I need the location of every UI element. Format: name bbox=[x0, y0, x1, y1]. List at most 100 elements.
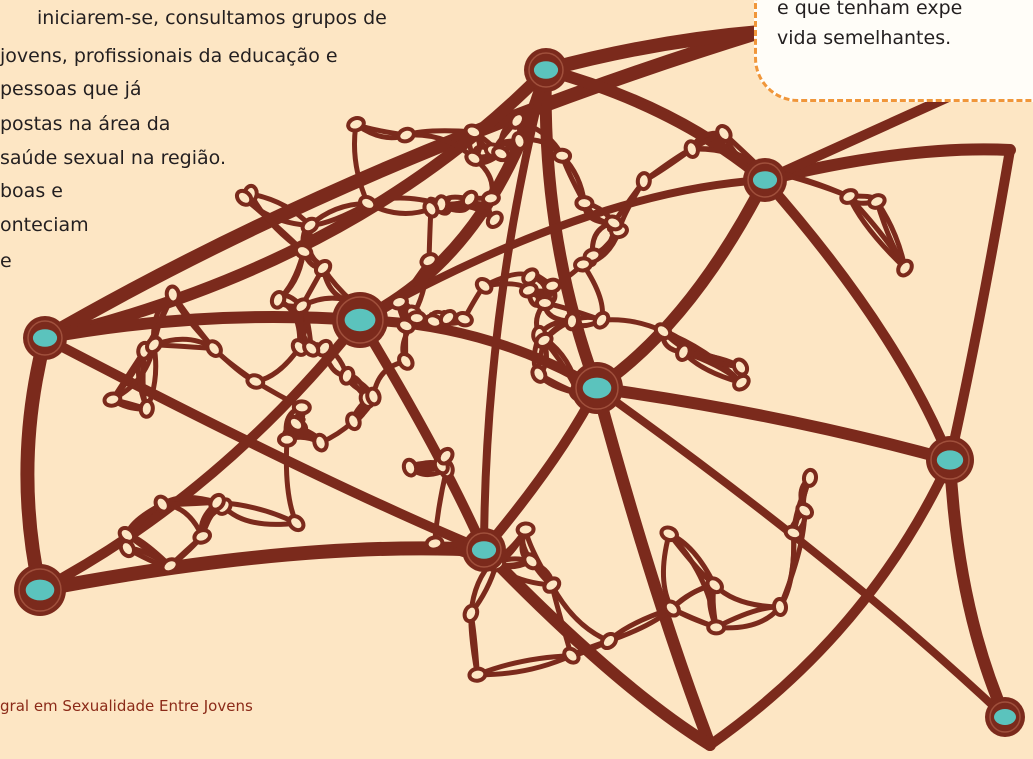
body-text-line-5: saúde sexual na região. bbox=[0, 147, 226, 169]
net-hub-ring bbox=[930, 440, 970, 480]
net-knot bbox=[460, 189, 479, 209]
net-knot bbox=[419, 252, 439, 270]
net-knot bbox=[302, 339, 321, 358]
body-text-line-8: e bbox=[0, 250, 12, 272]
net-knot bbox=[358, 194, 378, 212]
net-hub-center bbox=[994, 709, 1016, 725]
net-knot bbox=[436, 446, 455, 466]
net-main-strand bbox=[760, 175, 955, 465]
net-main-strand bbox=[591, 382, 956, 466]
net-knot bbox=[313, 258, 333, 278]
net-knot bbox=[635, 171, 652, 192]
net-knot bbox=[552, 147, 573, 164]
net-knot bbox=[683, 139, 700, 159]
net-hub-ring bbox=[336, 296, 384, 344]
net-knot bbox=[345, 411, 362, 432]
net-hub-center bbox=[752, 171, 778, 189]
net-fine-strand bbox=[474, 653, 574, 678]
net-hub-center bbox=[533, 61, 559, 79]
net-knot bbox=[153, 494, 171, 514]
net-knot bbox=[291, 399, 312, 416]
net-main-strand bbox=[478, 544, 716, 751]
net-knot bbox=[521, 267, 540, 286]
net-knot bbox=[801, 467, 819, 488]
net-hub-ring bbox=[575, 366, 619, 410]
net-knot bbox=[732, 373, 751, 392]
net-knot bbox=[783, 524, 804, 542]
net-main-strand bbox=[479, 383, 602, 555]
net-knot bbox=[365, 386, 382, 407]
net-knot bbox=[662, 599, 681, 618]
speech-callout: e que tenham expe vida semelhantes. bbox=[754, 0, 1033, 102]
net-knot bbox=[117, 525, 137, 544]
net-hub-ring bbox=[27, 320, 63, 356]
net-hub-center bbox=[471, 541, 497, 559]
net-fine-strand bbox=[352, 121, 371, 206]
net-knot bbox=[731, 357, 750, 377]
net-main-strand bbox=[593, 384, 1009, 721]
net-knot bbox=[599, 631, 619, 651]
net-knot bbox=[474, 277, 494, 295]
net-knot bbox=[164, 284, 181, 305]
net-knot bbox=[138, 398, 155, 419]
net-fine-strand bbox=[660, 531, 675, 611]
net-knot bbox=[573, 256, 593, 273]
net-knot bbox=[338, 365, 356, 386]
net-hub-center bbox=[344, 308, 376, 332]
net-knot bbox=[396, 126, 416, 144]
net-knot bbox=[102, 391, 123, 408]
net-hub-center bbox=[936, 450, 964, 470]
net-knot bbox=[205, 339, 223, 358]
net-knot bbox=[118, 539, 136, 559]
net-main-strand bbox=[539, 64, 603, 394]
net-main-strand bbox=[705, 455, 955, 750]
net-knot bbox=[234, 188, 254, 207]
net-knot bbox=[424, 535, 445, 552]
net-knot bbox=[160, 557, 180, 575]
net-knot bbox=[508, 111, 526, 130]
net-main-strand bbox=[944, 454, 1011, 723]
net-knot bbox=[771, 597, 789, 617]
net-knot bbox=[715, 124, 733, 143]
net-knot bbox=[463, 123, 484, 141]
net-knot bbox=[312, 432, 329, 453]
net-main-strand bbox=[39, 64, 552, 344]
net-knot bbox=[401, 457, 419, 478]
body-text-line-7: onteciam bbox=[0, 214, 89, 236]
net-knot bbox=[839, 188, 859, 205]
net-hub-center bbox=[25, 579, 55, 601]
net-knot bbox=[675, 342, 692, 362]
net-knot bbox=[491, 145, 511, 163]
net-knot bbox=[286, 414, 306, 433]
net-knot bbox=[534, 331, 554, 349]
net-knot bbox=[397, 352, 415, 371]
net-knot bbox=[542, 576, 562, 594]
net-knot bbox=[706, 619, 727, 636]
net-knot bbox=[867, 193, 887, 210]
net-knot bbox=[300, 216, 320, 235]
net-knot bbox=[511, 130, 528, 151]
net-main-strand bbox=[355, 315, 489, 555]
net-knot bbox=[422, 199, 440, 219]
net-knot bbox=[315, 338, 334, 358]
callout-line-1: e que tenham expe bbox=[777, 0, 963, 19]
net-knot bbox=[293, 243, 314, 260]
net-knot bbox=[192, 528, 212, 545]
net-knot bbox=[145, 335, 163, 355]
net-knot bbox=[896, 258, 914, 278]
net-hub-ring bbox=[466, 532, 502, 568]
net-main-strand bbox=[591, 382, 716, 751]
net-fine-strand bbox=[283, 437, 299, 526]
net-knot bbox=[287, 514, 306, 533]
footer-running-title: gral em Sexualidade Entre Jovens bbox=[0, 697, 253, 715]
net-knot bbox=[522, 552, 541, 571]
net-hub-ring bbox=[18, 568, 62, 612]
net-main-strand bbox=[35, 315, 365, 595]
net-knot bbox=[705, 576, 724, 595]
net-main-strand bbox=[20, 331, 52, 597]
body-text-line-3: pessoas que já bbox=[0, 78, 142, 100]
net-knot bbox=[653, 322, 673, 341]
net-fine-strand bbox=[712, 582, 783, 610]
net-knot bbox=[562, 646, 581, 665]
